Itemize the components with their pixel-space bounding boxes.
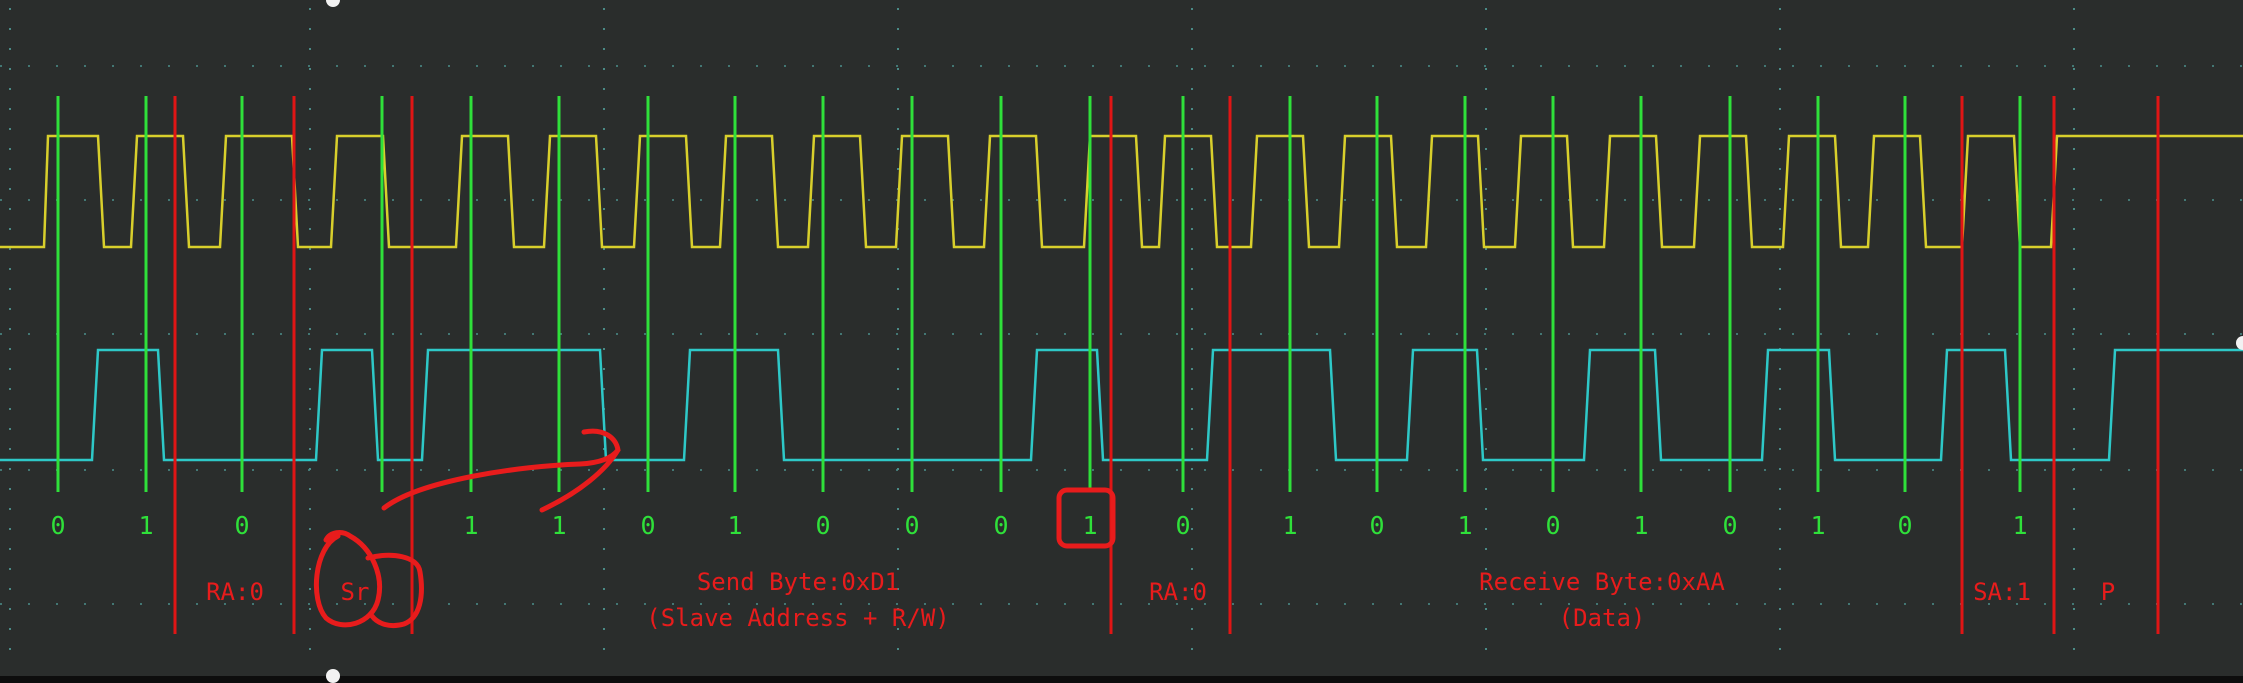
bit-label: 0: [904, 511, 919, 540]
bit-label: 0: [1545, 511, 1560, 540]
sda-trace: [0, 348, 2243, 462]
scl-trace: [0, 134, 2243, 249]
bit-label: 1: [1810, 511, 1825, 540]
signal-traces: [0, 134, 2243, 462]
bit-label: 1: [1082, 511, 1097, 540]
top-trigger-handle[interactable]: [326, 0, 340, 7]
bit-label: 1: [1282, 511, 1297, 540]
box-scribble-sr: [365, 552, 424, 629]
bit-label: 0: [1897, 511, 1912, 540]
arrow-scribble: [381, 428, 621, 513]
bit-label: 0: [640, 511, 655, 540]
circle-scribble-sr: [313, 530, 382, 628]
box-scribble-bit: [1056, 487, 1116, 549]
bit-label: 0: [1369, 511, 1384, 540]
bit-labels: 0 1 0 1 1 0 1 0 0 0 1 0 1 0 1 0 1 0 1 0 …: [50, 511, 2027, 540]
right-level-handle[interactable]: [2236, 336, 2243, 350]
bit-label: 1: [138, 511, 153, 540]
bit-label: 1: [727, 511, 742, 540]
segment-sublabel-send-byte: (Slave Address + R/W): [646, 604, 949, 632]
segment-label-ra-0-second: RA:0: [1149, 578, 1207, 606]
handwritten-annotations: [313, 428, 1116, 629]
segment-sublabel-receive-byte: (Data): [1559, 604, 1646, 632]
grid-lines: [0, 8, 2243, 668]
segment-label-receive-byte: Receive Byte:0xAA: [1479, 568, 1725, 596]
bit-label: 1: [2012, 511, 2027, 540]
bit-label: 1: [551, 511, 566, 540]
segment-label-sa-1: SA:1: [1973, 578, 2031, 606]
bit-label: 1: [1457, 511, 1472, 540]
segment-label-ra-0-first: RA:0: [206, 578, 264, 606]
decode-markers: [56, 96, 2160, 634]
bit-label: 0: [1722, 511, 1737, 540]
segment-annotations: RA:0 Sr Send Byte:0xD1 (Slave Address + …: [206, 568, 2115, 632]
bit-label: 0: [234, 511, 249, 540]
segment-label-p: P: [2101, 578, 2115, 606]
bit-label: 0: [815, 511, 830, 540]
segment-label-send-byte: Send Byte:0xD1: [697, 568, 899, 596]
bit-label: 1: [463, 511, 478, 540]
segment-label-sr: Sr: [341, 578, 370, 606]
bit-label: 0: [50, 511, 65, 540]
bit-label: 1: [1633, 511, 1648, 540]
bottom-cursor-handle[interactable]: [326, 669, 340, 683]
bit-label: 0: [993, 511, 1008, 540]
bit-label: 0: [1175, 511, 1190, 540]
